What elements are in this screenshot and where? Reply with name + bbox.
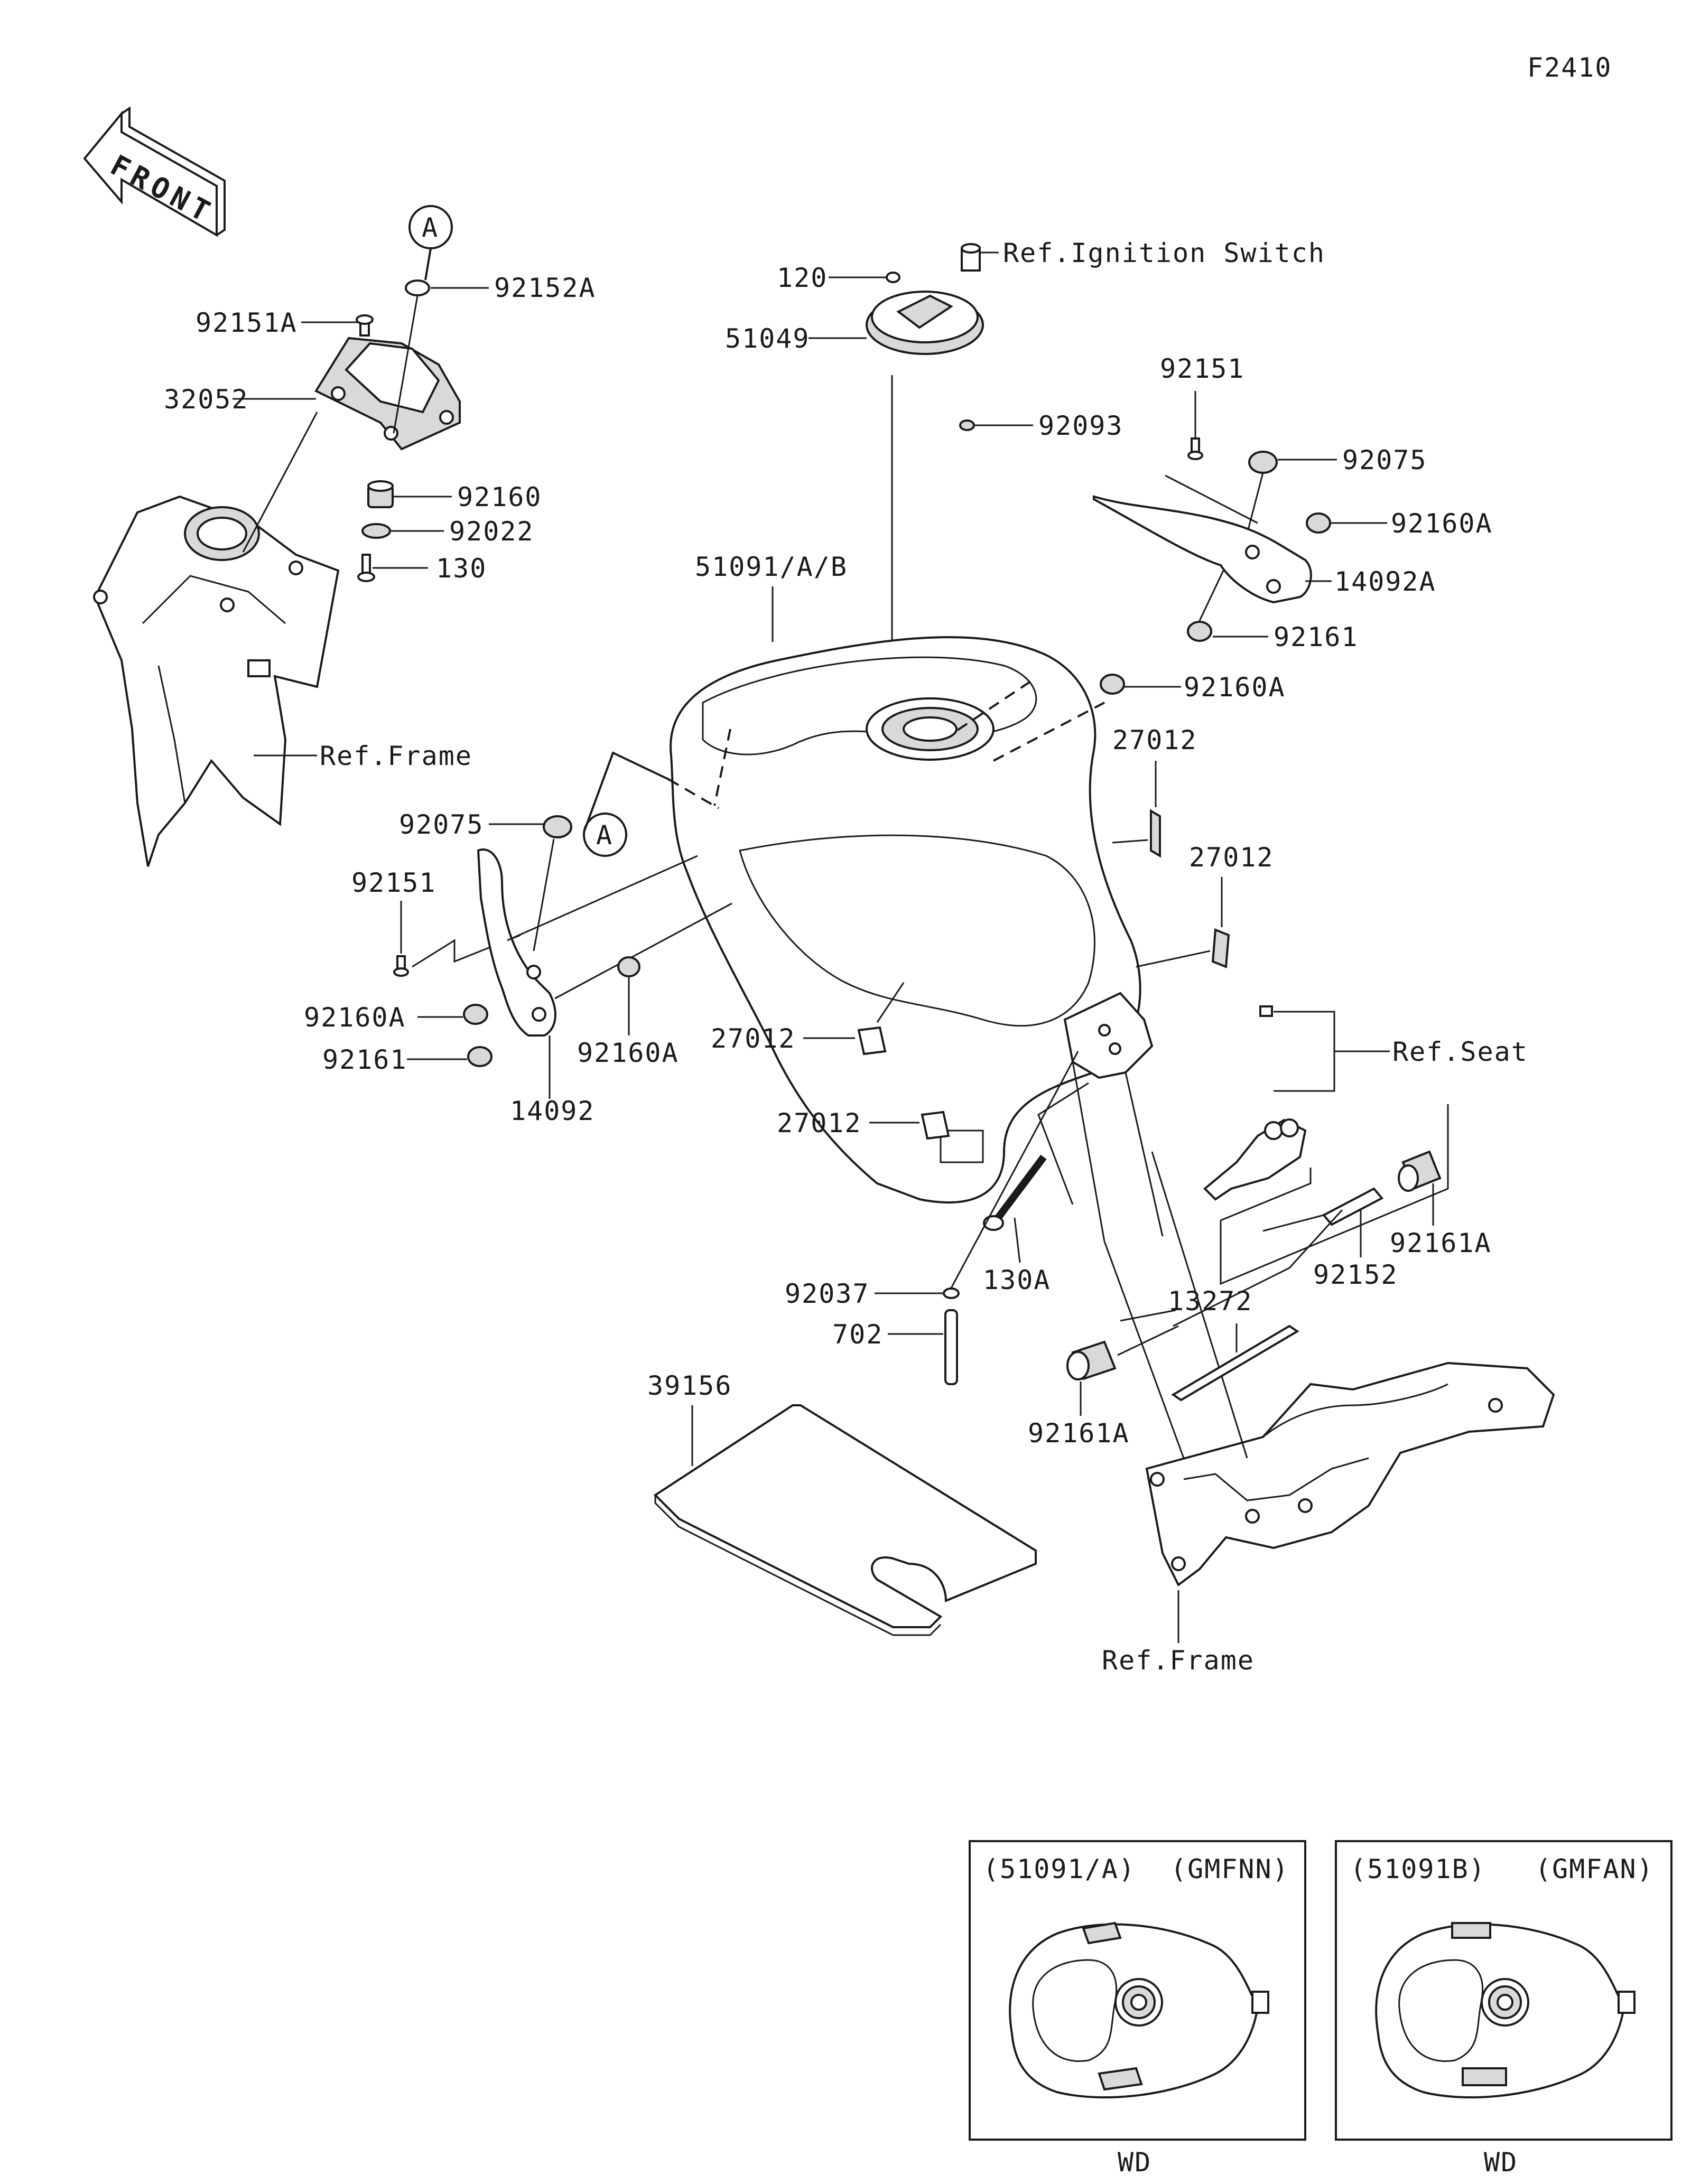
front-arrow-icon: FRONT (83, 106, 226, 237)
part-ref-frame-rear (1145, 1361, 1555, 1587)
label-92160A-low: 92160A (577, 1038, 679, 1068)
part-92161-collar-right (1187, 621, 1212, 642)
part-92160A-grommet-low (617, 956, 640, 977)
label-ref-frame-left: Ref.Frame (320, 741, 472, 771)
part-51091-fuel-tank (670, 636, 1141, 1203)
part-27012-pad-low (921, 1110, 950, 1140)
part-92161A-damper-low (1066, 1340, 1117, 1380)
label-92151-right: 92151 (1160, 353, 1245, 384)
label-27012-mid: 27012 (711, 1023, 796, 1054)
label-51091AB: 51091/A/B (695, 552, 848, 582)
label-92161-right: 92161 (1274, 622, 1359, 652)
label-14092A: 14092A (1334, 566, 1436, 597)
label-92022: 92022 (449, 516, 534, 547)
part-92037-clip (943, 1287, 960, 1299)
part-92161-collar-left (467, 1046, 493, 1067)
part-92160-grommet (367, 480, 394, 508)
part-92152-collar (1322, 1187, 1384, 1226)
part-14092-bracket (477, 848, 556, 1037)
variant-2-note: WD (1484, 2147, 1518, 2178)
variant-1-tank-icon (1009, 1921, 1269, 2098)
label-92075-right: 92075 (1342, 445, 1427, 475)
callout-a-top: A (408, 205, 453, 281)
part-32052-bracket (314, 337, 461, 451)
label-130: 130 (436, 553, 487, 584)
variant-box-2: (51091B) (GMFAN) WD (1335, 1840, 1673, 2178)
label-13272: 13272 (1168, 1286, 1253, 1317)
part-92151-screw-right (1187, 437, 1203, 460)
part-ignition-key-cylinder (961, 243, 981, 272)
label-92160A-mid: 92160A (1184, 672, 1286, 703)
part-92075-cap-left (543, 815, 572, 838)
part-27012-pad-right (1211, 928, 1230, 968)
variant-2-code: (GMFAN) (1535, 1854, 1654, 1884)
part-702-hose (944, 1309, 958, 1385)
variant-2-part: (51091B) (1350, 1854, 1486, 1884)
label-ref-frame-bottom: Ref.Frame (1102, 1645, 1255, 1676)
figure-code: F2410 (1527, 52, 1612, 83)
part-92022-washer (361, 523, 391, 539)
label-702: 702 (832, 1319, 883, 1350)
part-92152A-washer (405, 279, 430, 296)
label-92151-left: 92151 (351, 867, 436, 898)
variant-2-tank-icon (1375, 1922, 1636, 2098)
label-92037: 92037 (785, 1278, 870, 1309)
part-51049-fuel-cap (866, 291, 984, 355)
part-92151A-bolt (356, 314, 374, 337)
label-92160: 92160 (457, 482, 542, 512)
label-92161A-right: 92161A (1390, 1228, 1492, 1258)
part-92093-oring (959, 419, 975, 431)
part-27012-pad-mid (857, 1026, 887, 1056)
label-27012-right: 27012 (1189, 842, 1274, 873)
label-92075-left: 92075 (399, 809, 484, 840)
variant-1-note: WD (1118, 2147, 1151, 2178)
label-51049: 51049 (725, 323, 810, 354)
callout-a-top-label: A (422, 212, 439, 243)
label-120: 120 (777, 263, 828, 293)
part-92160A-grommet-right (1306, 512, 1331, 534)
part-92160A-grommet-left (463, 1004, 488, 1025)
variant-box-1: (51091/A) (GMFNN) WD (969, 1840, 1306, 2178)
variant-1-code: (GMFNN) (1170, 1854, 1289, 1884)
part-tank-rear-bracket (1063, 992, 1154, 1079)
label-92152: 92152 (1313, 1259, 1398, 1290)
part-92160A-grommet-mid (1100, 674, 1125, 695)
part-92151-screw-left (393, 955, 409, 977)
label-130A: 130A (983, 1265, 1051, 1295)
label-92151A: 92151A (196, 307, 298, 338)
part-27012-pad-top (1150, 809, 1161, 858)
callout-a-mid: A (583, 751, 669, 857)
label-27012-top: 27012 (1112, 725, 1197, 755)
variant-1-part: (51091/A) (983, 1854, 1136, 1884)
label-92161A-low: 92161A (1028, 1418, 1130, 1449)
label-92160A-right: 92160A (1391, 508, 1493, 539)
callout-a-mid-label: A (596, 820, 613, 851)
label-32052: 32052 (164, 384, 249, 415)
label-39156: 39156 (647, 1370, 732, 1401)
label-ref-ignition-switch: Ref.Ignition Switch (1003, 238, 1325, 268)
part-39156-pad (653, 1404, 1037, 1636)
label-92093: 92093 (1038, 410, 1123, 441)
label-92161-left: 92161 (322, 1044, 407, 1075)
part-13272-strip (1171, 1324, 1299, 1402)
part-92075-cap-right (1248, 451, 1278, 474)
label-92160A-left: 92160A (304, 1002, 406, 1033)
label-27012-low: 27012 (777, 1108, 862, 1138)
part-ref-frame-left (93, 495, 340, 867)
part-130-bolt (357, 554, 375, 582)
part-92161A-damper-right (1398, 1150, 1442, 1192)
part-120-screw (886, 272, 900, 283)
label-ref-seat: Ref.Seat (1392, 1037, 1528, 1067)
part-ref-seat-lock (1203, 1005, 1307, 1201)
part-14092A-bracket (1093, 495, 1312, 604)
label-14092: 14092 (510, 1096, 595, 1126)
label-92152A: 92152A (494, 273, 596, 303)
